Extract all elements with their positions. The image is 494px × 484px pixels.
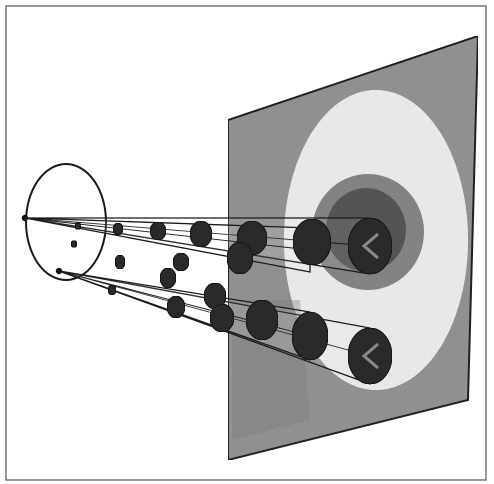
image-disc xyxy=(190,221,212,247)
image-disc xyxy=(160,268,176,288)
image-disc xyxy=(292,312,328,360)
image-disc xyxy=(348,328,392,384)
image-disc xyxy=(210,304,234,332)
image-disc xyxy=(293,219,331,265)
image-disc xyxy=(227,242,253,274)
image-disc xyxy=(71,241,77,248)
image-disc xyxy=(113,223,123,235)
image-disc xyxy=(115,255,125,269)
image-disc xyxy=(173,253,189,271)
image-disc xyxy=(246,300,278,340)
image-disc xyxy=(108,285,116,295)
image-disc xyxy=(348,218,392,274)
image-disc xyxy=(75,223,81,230)
image-disc xyxy=(150,222,166,240)
image-disc xyxy=(167,296,185,318)
